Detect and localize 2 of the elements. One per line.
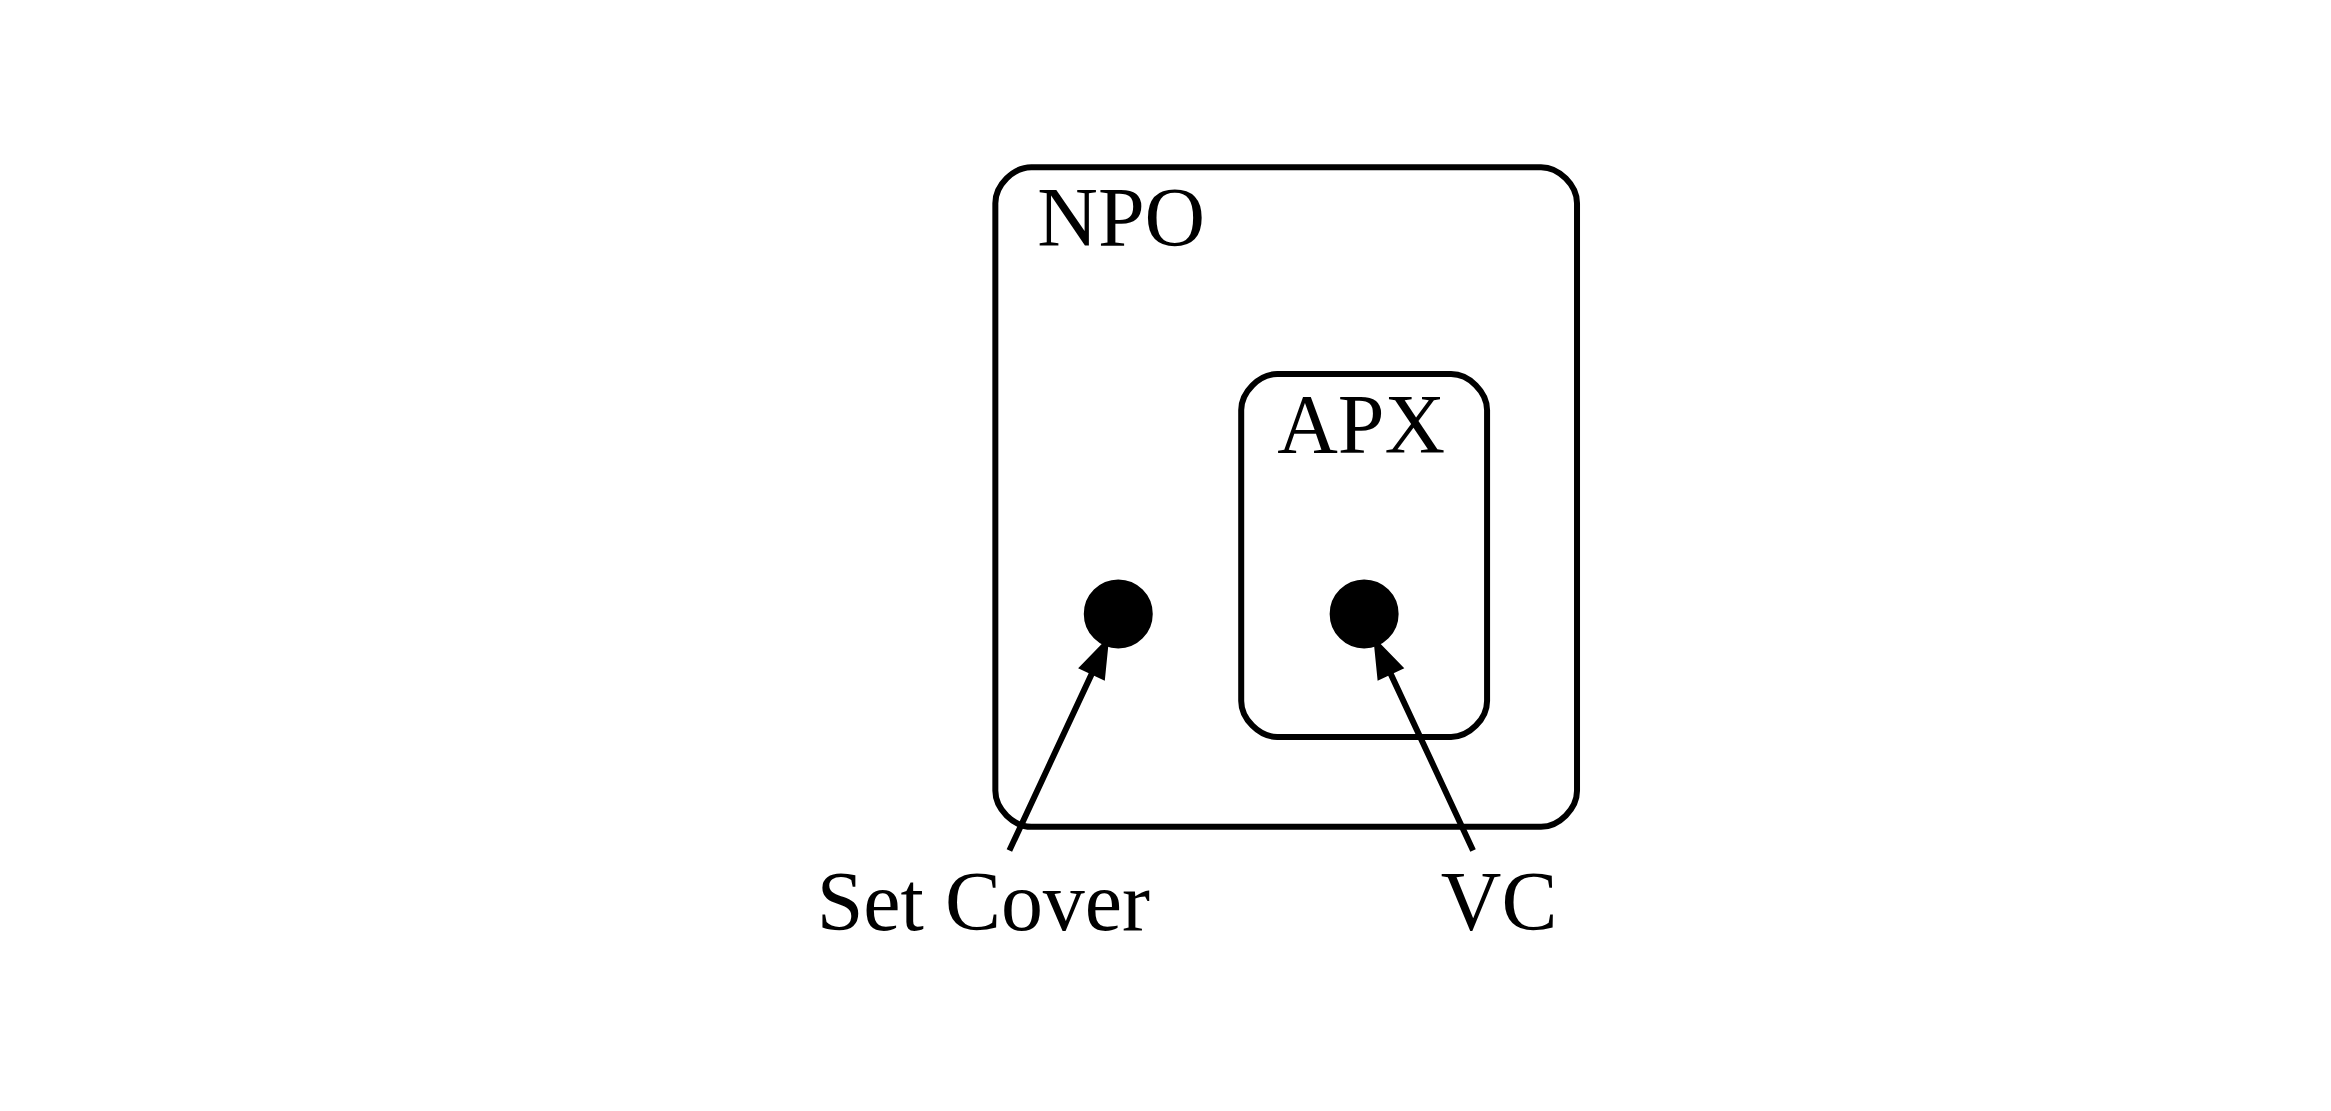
node-text: Set Cover: [816, 854, 1151, 948]
node-text: VC: [1440, 854, 1558, 948]
